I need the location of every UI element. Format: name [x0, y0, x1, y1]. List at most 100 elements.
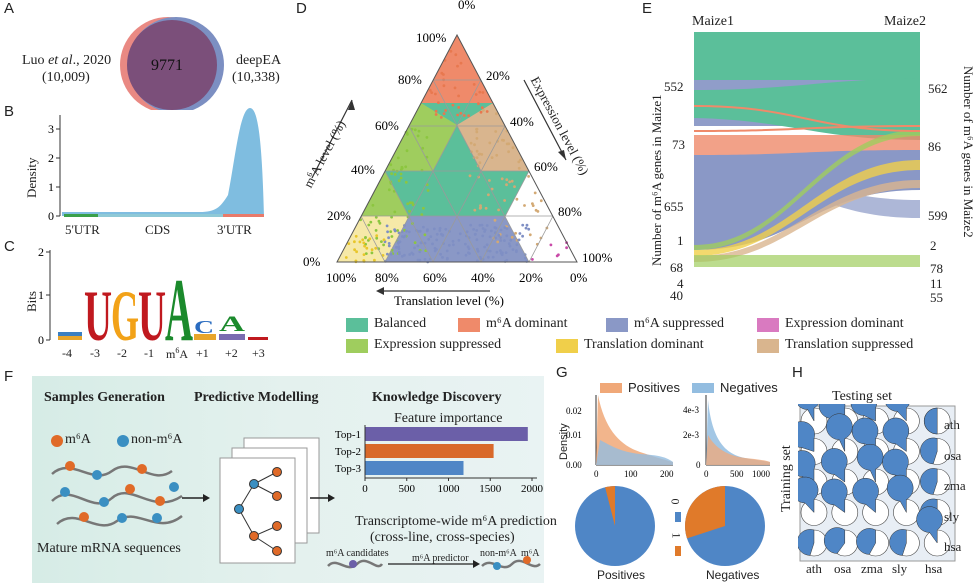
left-axis-arrow — [311, 99, 353, 179]
logo-xtick-plus3: +3 — [252, 346, 265, 360]
bottom-axis-title: Translation level (%) — [394, 293, 504, 308]
ternary-point — [521, 223, 525, 227]
h-col-zma: zma — [861, 561, 883, 576]
panel-e-letter: E — [642, 0, 653, 17]
ternary-point — [489, 229, 493, 233]
ternary-point — [499, 239, 503, 242]
legend-m6a-dominant: m⁶A dominant — [458, 316, 568, 332]
right-tick-0: 0% — [458, 0, 476, 12]
ternary-point — [423, 241, 427, 245]
seq-dot — [99, 497, 109, 507]
ternary-point — [483, 245, 486, 249]
ternary-point — [403, 253, 406, 257]
right-tick-100: 100% — [582, 250, 613, 265]
logo-xtick-plus2: +2 — [225, 346, 238, 360]
ternary-point — [434, 92, 437, 96]
logo-ytick-0: 0 — [38, 333, 44, 347]
g-left-pos-density — [596, 395, 673, 465]
ternary-point — [521, 234, 524, 238]
ternary-point — [473, 143, 476, 147]
ternary-point — [444, 109, 447, 112]
region-m6a-suppressed — [385, 216, 529, 262]
ternary-point — [475, 238, 479, 242]
ternary-point — [472, 228, 475, 231]
ternary-point — [477, 152, 481, 156]
g-pie-legend-0: 0 — [668, 498, 683, 505]
logo-xtick-minus2: -2 — [117, 346, 127, 360]
maize1-count-40: 40 — [670, 288, 683, 303]
ternary-point — [420, 213, 424, 217]
ternary-point — [440, 71, 444, 75]
bottom-tick-0: 0% — [570, 270, 588, 285]
tree-node — [272, 467, 282, 477]
g-pie-label-positives: Positives — [597, 568, 646, 582]
alluvial-plot — [694, 32, 920, 267]
logo-small-stack-2 — [219, 334, 245, 340]
ternary-point — [410, 201, 414, 205]
g-left-ytick-2: 0.02 — [566, 406, 582, 416]
g-right-ytick-2: 4e-3 — [683, 405, 699, 415]
ternary-point — [515, 197, 519, 201]
ternary-point — [404, 180, 408, 184]
ternary-point — [365, 246, 369, 250]
ternary-point — [533, 191, 537, 195]
h-pie-fill — [826, 413, 853, 452]
arrow-2-head — [328, 494, 335, 502]
ternary-point — [503, 226, 507, 229]
ternary-scatter-points — [344, 49, 568, 264]
metagene-density-chart: 0 1 2 3 — [48, 108, 264, 223]
ternary-point — [464, 242, 467, 246]
h-pie-fill — [885, 404, 910, 422]
ternary-point — [499, 228, 503, 232]
arrow-1-head — [203, 494, 210, 502]
ternary-point — [386, 230, 389, 234]
ternary-point — [347, 242, 351, 246]
ternary-point — [503, 199, 506, 202]
h-pie-fill — [821, 478, 848, 513]
output-neg-dot — [493, 562, 501, 570]
g-right-xtick-0: 0 — [704, 469, 709, 479]
panel-f-letter: F — [4, 368, 14, 385]
ternary-point — [408, 201, 412, 205]
ternary-point — [499, 249, 502, 253]
ternary-point — [416, 244, 420, 248]
seq-dot — [60, 487, 70, 497]
m6a-dot-legend — [51, 435, 63, 447]
ternary-point — [354, 234, 358, 238]
ternary-point — [406, 202, 410, 206]
ternary-point — [531, 202, 534, 206]
ternary-point — [477, 102, 480, 106]
ternary-point — [377, 219, 381, 223]
ternary-point — [487, 255, 490, 259]
ternary-point — [505, 178, 509, 182]
ternary-point — [508, 180, 512, 184]
ternary-point — [438, 229, 442, 232]
fi-bar-label-3: Top-3 — [335, 463, 362, 475]
ternary-point — [555, 254, 559, 258]
ternary-point — [364, 236, 367, 240]
ternary-point — [485, 224, 489, 227]
ternary-point — [519, 158, 522, 162]
seq-dot — [137, 464, 147, 474]
ternary-point — [510, 179, 514, 183]
venn-center-count: 9771 — [151, 57, 183, 74]
ternary-point — [375, 236, 379, 240]
left-axis-arrowhead — [348, 100, 355, 110]
ternary-point — [364, 252, 368, 256]
ternary-point — [480, 223, 484, 227]
section-knowledge-discovery: Knowledge Discovery — [372, 390, 502, 405]
ternary-point — [353, 240, 356, 244]
ternary-point — [355, 250, 358, 254]
ternary-point — [488, 179, 491, 182]
m6a-legend-label: m⁶A — [65, 432, 91, 447]
region-cds: CDS — [145, 222, 171, 237]
right-tick-20: 20% — [486, 68, 510, 83]
ternary-point — [488, 249, 492, 253]
ternary-point — [523, 204, 526, 207]
ternary-point — [459, 111, 463, 115]
ternary-point — [508, 244, 512, 248]
density-ytick-1: 1 — [48, 180, 54, 194]
g-pie-legend-1: 1 — [669, 532, 684, 539]
ternary-point — [505, 183, 508, 187]
ternary-point — [499, 236, 502, 240]
